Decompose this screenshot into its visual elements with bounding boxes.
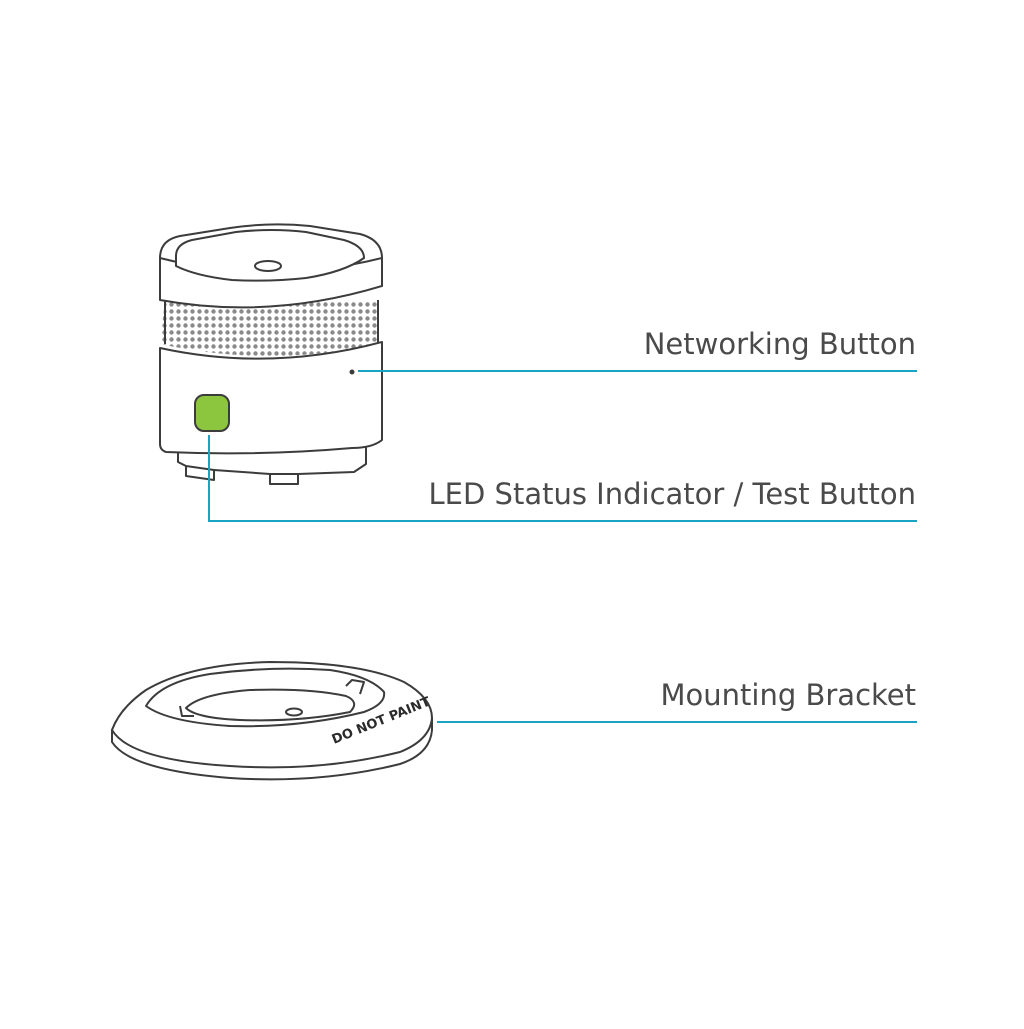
detector-top-recess bbox=[175, 229, 365, 282]
led-test-button bbox=[194, 394, 230, 432]
label-networking-button: Networking Button bbox=[643, 327, 916, 361]
label-led-status-indicator: LED Status Indicator / Test Button bbox=[428, 477, 916, 511]
leader-lines bbox=[208, 370, 917, 723]
detector-top-hole bbox=[254, 260, 282, 272]
mounting-bracket-icon: DO NOT PAINT bbox=[111, 661, 433, 781]
leader-line-led bbox=[208, 435, 917, 522]
detector-mesh-band bbox=[160, 300, 379, 356]
networking-button-hole bbox=[349, 369, 355, 375]
label-mounting-bracket: Mounting Bracket bbox=[660, 678, 916, 712]
detector-lower-body bbox=[159, 341, 383, 455]
smoke-detector-icon bbox=[159, 223, 383, 485]
